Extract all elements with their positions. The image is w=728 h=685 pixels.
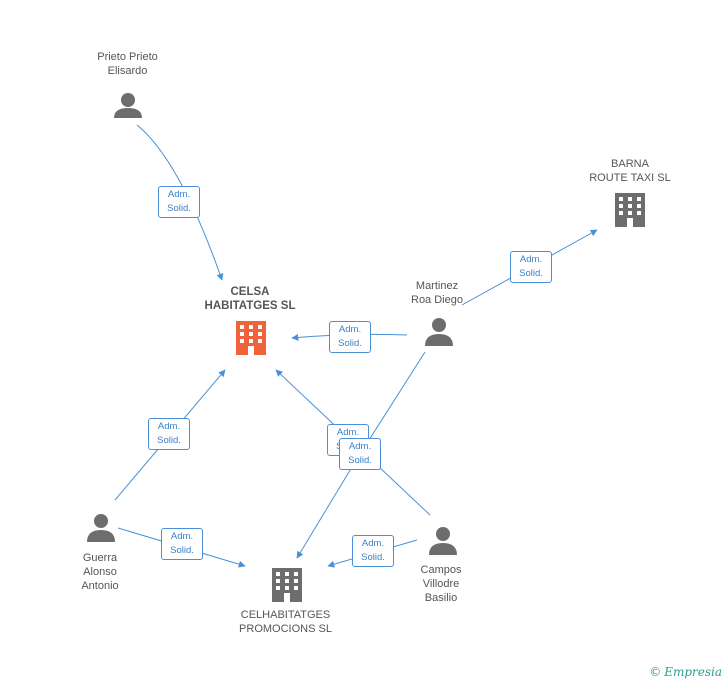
person-icon[interactable] [114,93,142,118]
brand-name: Empresia [664,665,722,679]
edge-label-line1: Adm. [519,254,543,265]
node-label-celsa[interactable]: CELSA HABITATGES SL [190,285,310,313]
building-icon[interactable] [272,568,302,602]
node-label-guerra[interactable]: Guerra Alonso Antonio [60,551,140,593]
label-line: Basilio [424,592,458,604]
label-line: Elisardo [107,65,148,77]
edge-label-martinez-barna[interactable]: Adm. Solid. [510,251,552,283]
edge-label-campos-celhab[interactable]: Adm. Solid. [352,535,394,567]
person-icon[interactable] [425,318,453,346]
label-line: BARNA [611,158,649,170]
edge-prieto-celsa [136,124,224,281]
edge-label-guerra-celhab[interactable]: Adm. Solid. [161,528,203,560]
edge-label-line2: Solid. [361,552,385,563]
person-icon[interactable] [87,514,115,542]
label-line: Alonso [83,566,117,578]
edge-label-line2: Solid. [348,455,372,466]
brand-logo: ©Empresia [649,665,722,679]
label-line: Guerra [82,552,118,564]
node-label-barna[interactable]: BARNA ROUTE TAXI SL [575,157,685,185]
edge-label-line2: Solid. [338,338,362,349]
label-line: ROUTE TAXI SL [589,172,671,184]
node-label-celhab[interactable]: CELHABITATGES PROMOCIONS SL [228,608,343,636]
person-icon[interactable] [429,527,457,555]
edge-label-line1: Adm. [157,421,181,432]
label-line: Prieto Prieto [97,51,158,63]
node-label-campos[interactable]: Campos Villodre Basilio [401,563,481,605]
label-line: Martinez [415,280,459,292]
edge-label-line1: Adm. [170,531,194,542]
edge-label-martinez-celsa[interactable]: Adm. Solid. [329,321,371,353]
label-line: Campos [420,564,462,576]
copyright-icon: © [649,665,662,679]
edge-label-line2: Solid. [519,268,543,279]
label-line: Roa Diego [411,294,463,306]
edge-label-line2: Solid. [157,435,181,446]
node-label-martinez[interactable]: Martinez Roa Diego [392,279,482,307]
edge-label-prieto-celsa[interactable]: Adm. Solid. [158,186,200,218]
edge-label-line2: Solid. [170,545,194,556]
edge-label-guerra-celsa[interactable]: Adm. Solid. [148,418,190,450]
building-icon[interactable] [615,193,645,227]
label-line: CELHABITATGES [240,609,331,621]
building-icon-main[interactable] [236,321,266,355]
edge-label-line1: Adm. [167,189,191,200]
label-line: CELSA [230,286,270,298]
edge-label-line1: Adm. [348,441,372,452]
label-line: Antonio [81,580,119,592]
node-label-prieto[interactable]: Prieto Prieto Elisardo [75,50,180,78]
edge-label-line2: Solid. [167,203,191,214]
label-line: Villodre [422,578,460,590]
label-line: PROMOCIONS SL [239,623,332,635]
edge-label-line1: Adm. [361,538,385,549]
edge-label-martinez-celhab[interactable]: Adm. Solid. [339,438,381,470]
edge-label-line1: Adm. [338,324,362,335]
edge-label-line1: Adm. [336,427,360,438]
label-line: HABITATGES SL [204,300,296,312]
